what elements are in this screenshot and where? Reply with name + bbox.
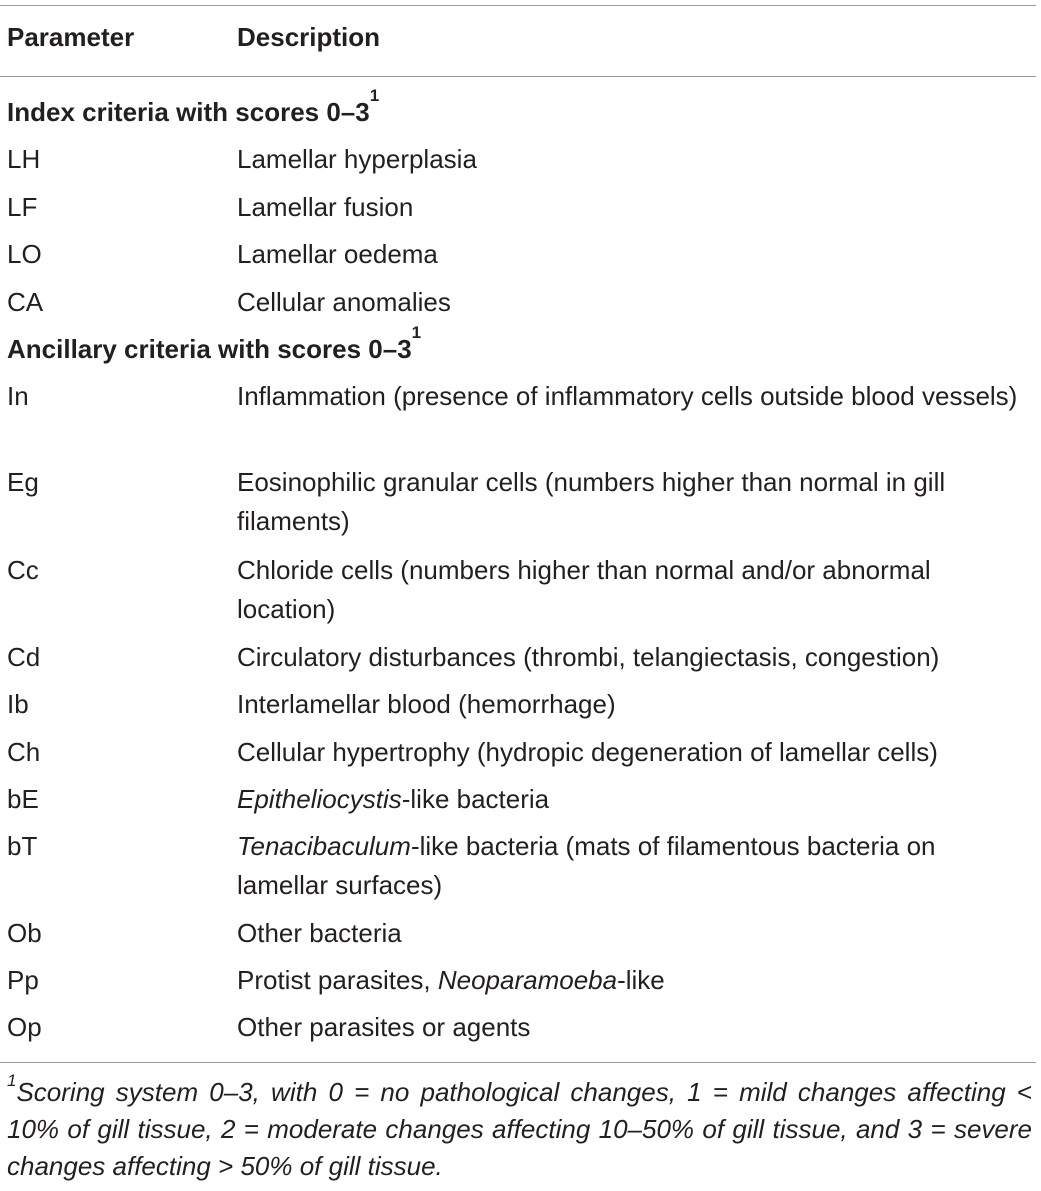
desc-cell: Interlamellar blood (hemorrhage) (237, 689, 616, 719)
taxon-name: Neoparamoeba (437, 965, 618, 995)
footnote-text: Scoring system 0–3, with 0 = no patholog… (7, 1077, 1032, 1181)
footnote-marker: 1 (369, 86, 380, 105)
desc-cell: Lamellar fusion (237, 192, 414, 222)
desc-text: -like bacteria (401, 784, 550, 814)
taxon-name: Tenacibaculum (237, 831, 411, 861)
param-cell: Op (7, 1012, 42, 1042)
desc-text: -like bacteria (mats of filamentous bact… (237, 831, 936, 900)
desc-cell: Protist parasites, Neoparamoeba-like (237, 961, 1026, 1000)
table-top-rule (0, 5, 1036, 6)
param-cell: Cd (7, 642, 41, 672)
desc-cell: Tenacibaculum-like bacteria (mats of fil… (237, 827, 1026, 904)
desc-cell: Cellular hypertrophy (hydropic degenerat… (237, 737, 938, 767)
desc-cell: Cellular anomalies (237, 287, 451, 317)
param-cell: Cc (7, 555, 39, 585)
param-cell: LO (7, 239, 42, 269)
desc-cell: Chloride cells (numbers higher than norm… (237, 555, 931, 624)
param-cell: Ib (7, 689, 29, 719)
footnote-marker: 1 (7, 1071, 17, 1090)
desc-cell: Lamellar hyperplasia (237, 144, 477, 174)
section-title-text: Ancillary criteria with scores 0–3 (7, 334, 412, 364)
desc-cell: Other bacteria (237, 918, 402, 948)
table-bottom-rule (0, 1062, 1036, 1063)
section-title-text: Index criteria with scores 0–3 (7, 97, 370, 127)
param-cell: Pp (7, 965, 39, 995)
param-cell: LF (7, 192, 38, 222)
desc-cell: Epitheliocystis-like bacteria (237, 780, 1026, 819)
param-cell: Ob (7, 918, 42, 948)
desc-cell: Lamellar oedema (237, 239, 438, 269)
param-cell: LH (7, 144, 41, 174)
taxon-name: Epitheliocystis (237, 784, 402, 814)
param-cell: bT (7, 831, 38, 861)
param-cell: bE (7, 784, 39, 814)
desc-cell: Other parasites or agents (237, 1012, 531, 1042)
table-header-rule (0, 76, 1036, 77)
footnote-marker: 1 (411, 323, 422, 342)
header-description: Description (237, 22, 381, 52)
desc-cell: Eosinophilic granular cells (numbers hig… (237, 467, 946, 536)
desc-text: Protist parasites, (237, 965, 438, 995)
param-cell: In (7, 381, 29, 411)
param-cell: Ch (7, 737, 41, 767)
param-cell: CA (7, 287, 44, 317)
desc-text: -like (617, 965, 665, 995)
table-footnote: 1Scoring system 0–3, with 0 = no patholo… (7, 1071, 1032, 1185)
param-cell: Eg (7, 467, 39, 497)
desc-cell: Circulatory disturbances (thrombi, telan… (237, 642, 940, 672)
header-parameter: Parameter (7, 22, 135, 52)
table-header-row: Parameter Description (0, 22, 1036, 62)
desc-cell: Inflammation (presence of inflammatory c… (237, 381, 1018, 411)
